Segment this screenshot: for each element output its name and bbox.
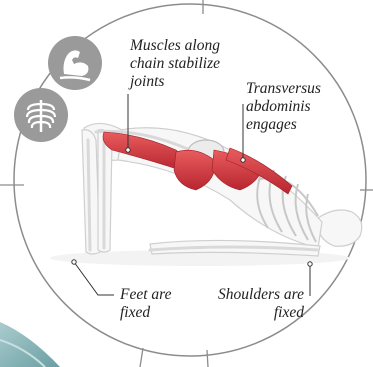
ribcage-badge — [14, 88, 68, 142]
label-feet-fixed: Feet are fixed — [120, 286, 172, 322]
teal-corner-shape — [0, 322, 60, 367]
ribcage-icon — [14, 88, 68, 142]
flexed-arm-icon — [48, 36, 102, 90]
label-transversus-abdominis: Transversus abdominis engages — [246, 80, 321, 134]
label-muscles-along-chain: Muscles along chain stabilize joints — [130, 37, 220, 91]
muscle-badge — [48, 36, 102, 90]
label-shoulders-fixed: Shoulders are fixed — [198, 286, 304, 322]
